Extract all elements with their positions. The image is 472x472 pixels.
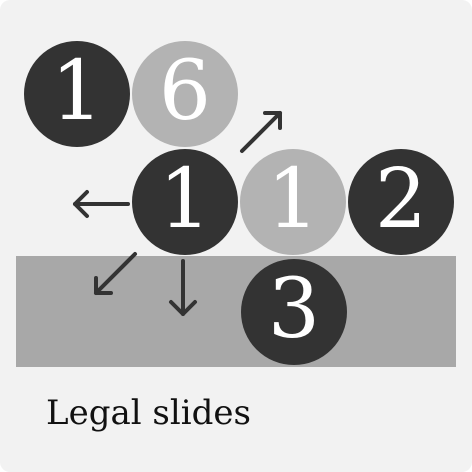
tile-middle-right[interactable]: 2	[348, 149, 454, 255]
tile-top-second-value: 6	[158, 44, 212, 139]
arrow-left-icon[interactable]	[73, 190, 130, 218]
tile-bottom-value: 3	[267, 262, 321, 357]
tile-selected-value: 1	[158, 152, 212, 247]
tile-top-second[interactable]: 6	[132, 41, 238, 147]
tile-middle-light-value: 1	[266, 152, 320, 247]
arrow-down-icon[interactable]	[169, 259, 197, 316]
tile-bottom[interactable]: 3	[241, 259, 347, 365]
tile-top-left-value: 1	[50, 44, 104, 139]
arrow-up-right-icon[interactable]	[240, 111, 282, 153]
tile-top-left[interactable]: 1	[24, 41, 130, 147]
arrow-down-left-icon[interactable]	[94, 252, 137, 295]
tile-middle-right-value: 2	[374, 152, 428, 247]
caption-text: Legal slides	[46, 393, 251, 433]
highlighted-row-band	[16, 256, 456, 367]
tile-selected[interactable]: 1	[132, 149, 238, 255]
tile-middle-light[interactable]: 1	[240, 149, 346, 255]
